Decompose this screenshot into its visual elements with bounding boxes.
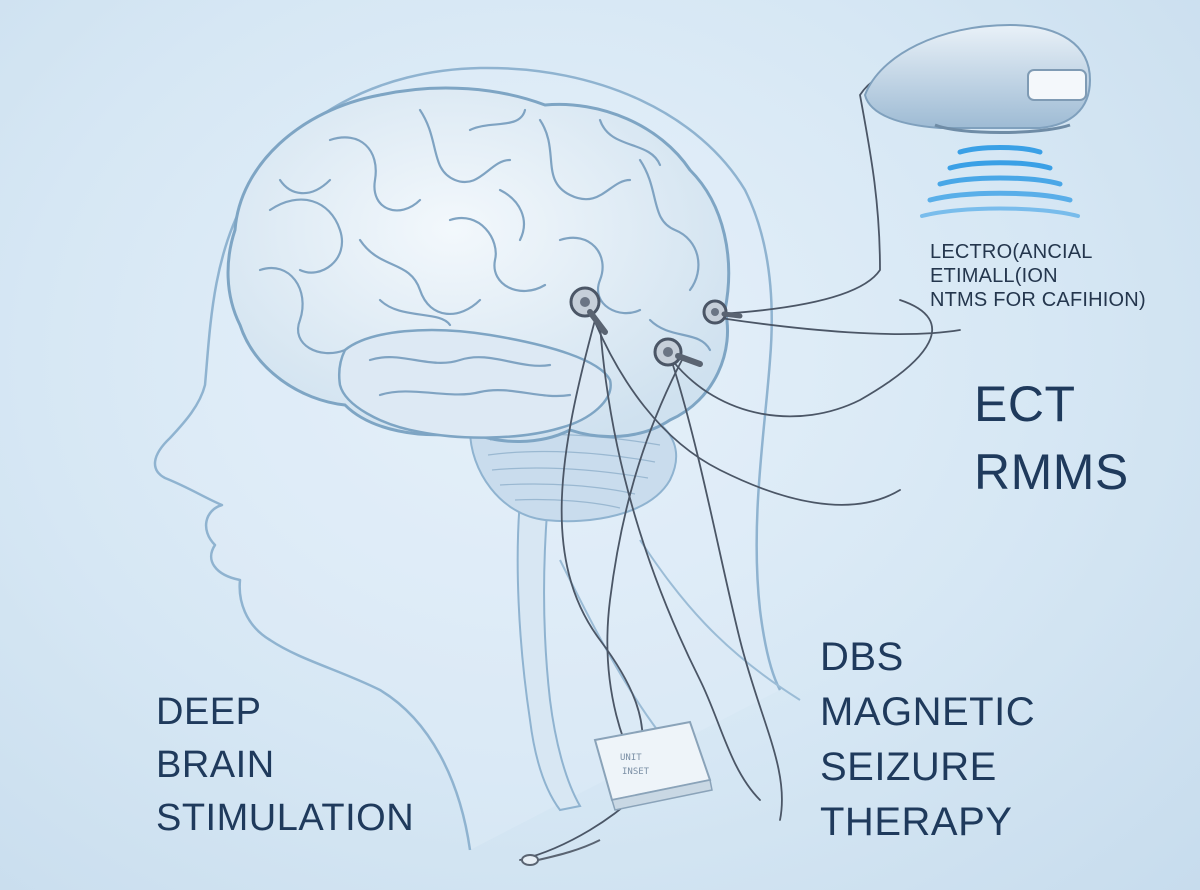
stimulator-text-line: INSET: [622, 767, 650, 777]
spinal-cord: [516, 499, 582, 812]
brain-folds: [258, 108, 712, 398]
svg-text:UNIT INSET: UNIT INSET: [620, 753, 650, 777]
caption-line: LECTRO(ANCIAL: [930, 241, 1093, 263]
label-line: DEEP: [156, 691, 262, 733]
caption-line: ETIMALL(ION: [930, 265, 1058, 287]
stimulator-text-line: UNIT: [620, 753, 642, 763]
caption-line: NTMS FOR CAFIHION): [930, 289, 1146, 311]
magnetic-coil-icon: [863, 23, 1092, 134]
label-line: STIMULATION: [156, 797, 415, 839]
label-line: THERAPY: [820, 800, 1013, 844]
label-line: RMMS: [974, 444, 1129, 500]
device-caption: LECTRO(ANCIAL ETIMALL(ION NTMS FOR CAFIH…: [930, 240, 1146, 312]
pulse-generator-icon: UNIT INSET: [593, 720, 713, 811]
electrode-icon: [569, 286, 608, 335]
connector-plug-icon: [521, 839, 601, 866]
therapy-label: DBS MAGNETIC SEIZURE THERAPY: [820, 630, 1035, 850]
label-line: ECT: [974, 376, 1076, 432]
label-line: MAGNETIC: [820, 690, 1036, 734]
electrode-wires: [519, 74, 961, 861]
magnetic-pulse-waves: [920, 145, 1080, 218]
electrode-icon: [653, 337, 703, 367]
label-line: BRAIN: [156, 744, 275, 786]
temporal-lobe: [337, 328, 612, 439]
electrode-icon: [702, 299, 743, 325]
acronym-label: ECT RMMS: [974, 370, 1129, 506]
label-line: SEIZURE: [820, 745, 997, 789]
deep-brain-stimulation-label: DEEP BRAIN STIMULATION: [156, 686, 414, 845]
label-line: DBS: [820, 635, 904, 679]
